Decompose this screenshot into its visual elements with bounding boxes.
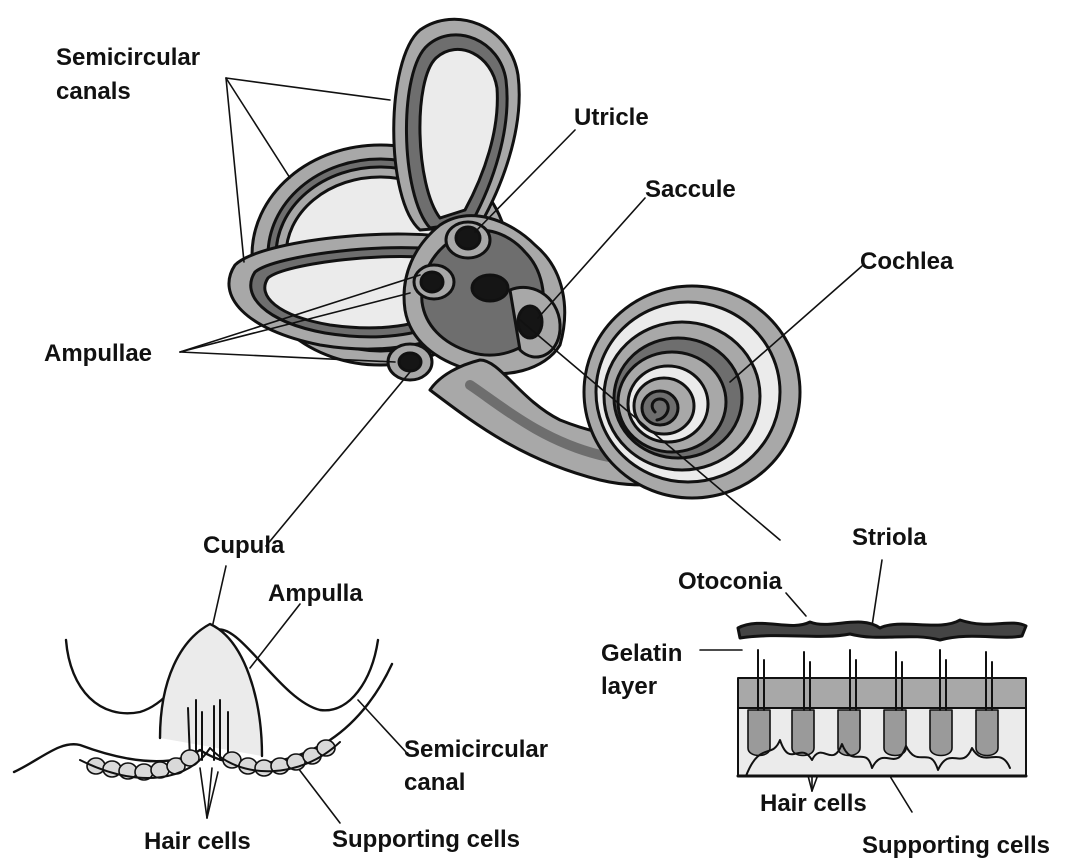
label-gelatin-layer-line2: layer — [601, 673, 657, 701]
label-gelatin-layer-line1: Gelatin — [601, 640, 682, 668]
macula-cross-section — [738, 620, 1026, 776]
label-supporting-cells-left: Supporting cells — [332, 826, 520, 854]
label-semicircular-canal-line1: Semicircular — [404, 736, 548, 764]
label-cupula: Cupula — [203, 532, 284, 560]
label-utricle: Utricle — [574, 104, 649, 132]
label-hair-cells-left: Hair cells — [144, 828, 251, 856]
label-ampullae: Ampullae — [44, 340, 152, 368]
label-cochlea: Cochlea — [860, 248, 953, 276]
label-semicircular-canal-line2: canal — [404, 769, 465, 797]
label-supporting-cells-right: Supporting cells — [862, 832, 1050, 860]
label-hair-cells-right: Hair cells — [760, 790, 867, 818]
label-ampulla: Ampulla — [268, 580, 363, 608]
label-semicircular-canals-line1: Semicircular — [56, 44, 200, 72]
label-semicircular-canals-line2: canals — [56, 78, 131, 106]
label-striola: Striola — [852, 524, 927, 552]
label-otoconia: Otoconia — [678, 568, 782, 596]
anterior-semicircular-canal — [394, 19, 519, 230]
ampulla-cross-section — [14, 624, 392, 780]
label-saccule: Saccule — [645, 176, 736, 204]
